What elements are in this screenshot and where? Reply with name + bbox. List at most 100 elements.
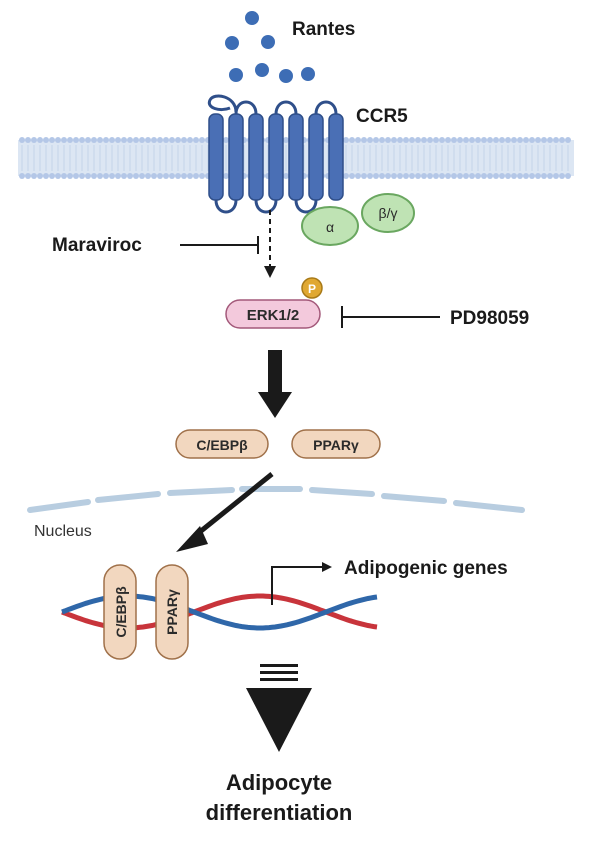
- output-bar-2: [260, 671, 298, 674]
- lipid-head: [463, 137, 469, 143]
- nuclear-membrane-segment: [95, 491, 161, 503]
- lipid-head: [91, 173, 97, 179]
- nuclear-membrane-segment: [309, 487, 375, 497]
- lipid-head: [421, 137, 427, 143]
- pparg-pill-cytoplasm: [291, 429, 381, 459]
- maraviroc-label: Maraviroc: [52, 235, 142, 256]
- lipid-head: [553, 173, 559, 179]
- pparg-label-cytoplasm: PPARγ: [313, 437, 359, 453]
- lipid-head: [49, 137, 55, 143]
- lipid-head: [457, 137, 463, 143]
- intracellular-loop: [214, 199, 238, 214]
- lipid-head: [175, 173, 181, 179]
- lipid-head: [433, 173, 439, 179]
- intracellular-loop: [254, 199, 278, 214]
- nuclear-membrane-segment: [381, 493, 447, 504]
- erk-pill: [225, 299, 321, 329]
- ccr5-label: CCR5: [356, 106, 408, 127]
- lipid-head: [67, 137, 73, 143]
- ligand-dot: [255, 63, 269, 77]
- outcome-line-1: Adipocyte: [226, 770, 332, 795]
- nuclear-membrane-segment: [27, 499, 91, 513]
- lipid-head: [547, 137, 553, 143]
- transmembrane-helix: [268, 113, 284, 201]
- lipid-head: [397, 173, 403, 179]
- lipid-head: [517, 137, 523, 143]
- ligand-dot: [279, 69, 293, 83]
- phosphate-label: P: [308, 282, 316, 296]
- lipid-head: [223, 137, 229, 143]
- lipid-head: [283, 173, 289, 179]
- cebpb-pill-nucleus: [103, 564, 137, 660]
- lipid-head: [517, 173, 523, 179]
- lipid-head: [403, 137, 409, 143]
- output-arrowhead: [246, 688, 312, 752]
- lipid-head: [349, 137, 355, 143]
- lipid-head: [415, 173, 421, 179]
- lipid-head: [91, 137, 97, 143]
- extracellular-loop: [274, 100, 298, 115]
- thick-arrow-head: [258, 392, 292, 418]
- lipid-head: [151, 173, 157, 179]
- ligand-dot: [261, 35, 275, 49]
- outcome-line-2: differentiation: [206, 800, 353, 825]
- lipid-head: [31, 137, 37, 143]
- lipid-head: [553, 137, 559, 143]
- lipid-head: [469, 173, 475, 179]
- lipid-head: [157, 137, 163, 143]
- lipid-head: [193, 173, 199, 179]
- lipid-head: [169, 173, 175, 179]
- lipid-head: [109, 137, 115, 143]
- lipid-head: [79, 137, 85, 143]
- lipid-head: [451, 173, 457, 179]
- nuclear-import-arrow: [194, 472, 274, 537]
- pd98059-label: PD98059: [450, 308, 529, 329]
- lipid-head: [475, 173, 481, 179]
- transmembrane-helix: [228, 113, 244, 201]
- pparg-label-nucleus: PPARγ: [164, 589, 180, 635]
- ligand-dot: [229, 68, 243, 82]
- lipid-head: [373, 137, 379, 143]
- lipid-head: [199, 137, 205, 143]
- nuclear-membrane-segment: [167, 487, 235, 496]
- lipid-head: [145, 137, 151, 143]
- lipid-head: [127, 173, 133, 179]
- transmembrane-helix: [248, 113, 264, 201]
- g-alpha-label: α: [326, 219, 334, 235]
- lipid-head: [499, 173, 505, 179]
- lipid-head: [529, 173, 535, 179]
- lipid-head: [355, 173, 361, 179]
- g-beta-gamma-label: β/γ: [379, 205, 398, 221]
- lipid-head: [169, 137, 175, 143]
- lipid-head: [97, 137, 103, 143]
- lipid-head: [541, 173, 547, 179]
- lipid-head: [355, 137, 361, 143]
- lipid-head: [73, 137, 79, 143]
- lipid-head: [475, 137, 481, 143]
- lipid-head: [499, 137, 505, 143]
- receptor-n-terminus: [207, 94, 238, 113]
- g-alpha-subunit: [301, 206, 359, 246]
- lipid-head: [199, 173, 205, 179]
- bound-cebpb: C/EBPβ: [103, 564, 137, 660]
- lipid-head: [97, 173, 103, 179]
- lipid-head: [481, 137, 487, 143]
- rantes-ligand: [225, 11, 315, 83]
- transmembrane-helix: [288, 113, 304, 201]
- extracellular-loop: [314, 100, 338, 115]
- lipid-head: [367, 137, 373, 143]
- extracellular-loop: [234, 100, 258, 115]
- lipid-head: [121, 137, 127, 143]
- transcription-arrow: [271, 562, 332, 605]
- lipid-head: [79, 173, 85, 179]
- lipid-head: [379, 137, 385, 143]
- lipid-head: [559, 137, 565, 143]
- adipogenic-genes-label: Adipogenic genes: [344, 558, 508, 579]
- lipid-head: [565, 173, 571, 179]
- lipid-head: [385, 137, 391, 143]
- lipid-head: [409, 173, 415, 179]
- nuclear-import-arrowhead: [176, 526, 208, 552]
- lipid-head: [391, 137, 397, 143]
- lipid-head: [535, 173, 541, 179]
